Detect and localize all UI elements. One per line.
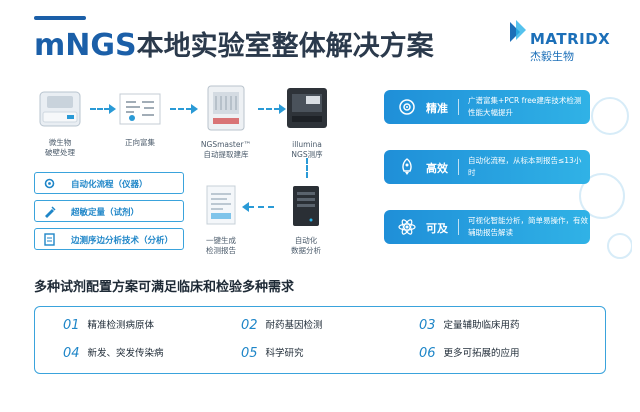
advantage-efficiency: 高效 自动化流程，从标本到报告≤13小时 [384,150,590,184]
feature-label: 超敏定量（试剂） [71,208,140,218]
divider [458,159,459,175]
workflow-step-report: 一键生成检测报告 [196,184,246,256]
step-label-line1: 一键生成 [206,236,236,245]
item-number: 03 [419,318,436,333]
workflow-step-lysis: 微生物破壁处理 [34,88,86,158]
step-label-line1: NGSmaster™ [200,140,252,149]
advantage-precision: 精准 广谱富集+PCR free建库技术检测性能大幅提升 [384,90,590,124]
item-label: 新发、突发传染病 [87,348,164,359]
item-number: 05 [241,346,258,361]
advantage-desc: 可视化智能分析，简单易操作，有效辅助报告解读 [468,216,588,237]
workflow-step-analysis: 自动化数据分析 [278,184,334,256]
item-number: 06 [419,346,436,361]
title-accent-bar [34,16,86,20]
item-number: 02 [241,318,258,333]
pipette-icon [45,206,56,218]
application-item: 01 精准检测病原体 [63,317,154,333]
enrichment-icon [119,93,161,125]
flow-connector [306,158,308,178]
rocket-icon [402,158,412,175]
step-label-line1: illumina [292,140,322,149]
application-item: 03 定量辅助临床用药 [419,317,520,333]
brand-logo: MATRIDX 杰毅生物 [506,18,624,64]
item-label: 定量辅助临床用药 [443,320,520,331]
brand-cn-name: 杰毅生物 [530,50,574,63]
lysis-instrument-icon [39,91,81,127]
library-prep-instrument-icon [207,85,245,131]
sequencer-icon [287,88,327,128]
workflow-step-enrichment: 正向富集 [116,88,164,148]
application-item: 04 新发、突发传染病 [63,345,164,361]
feature-realtime-analysis: 边测序边分析技术（分析） [34,228,184,250]
flow-arrow [90,104,116,114]
document-icon [44,233,55,246]
step-label-line2: 破壁处理 [45,148,75,157]
feature-label: 自动化流程（仪器） [71,180,148,190]
brand-mark-icon [510,20,526,42]
molecule-decoration [579,97,632,259]
application-item: 05 科学研究 [241,345,304,361]
application-item: 06 更多可拓展的应用 [419,345,520,361]
item-label: 科学研究 [265,348,304,359]
report-icon [206,185,236,225]
advantage-name: 精准 [426,102,448,115]
item-number: 04 [63,346,80,361]
brand-name: MATRIDX [530,30,611,48]
step-label-line1: 自动化 [294,236,318,245]
advantage-accessibility: 可及 可视化智能分析，简单易操作，有效辅助报告解读 [384,210,590,244]
atom-icon [398,219,416,235]
step-label-line2: 自动提取建库 [203,150,249,159]
flow-arrow [170,104,198,114]
application-item: 02 耐药基因检测 [241,317,323,333]
item-label: 精准检测病原体 [87,320,155,331]
applications-title: 多种试剂配置方案可满足临床和检验多种需求 [34,280,295,295]
title-suffix: 本地实验室整体解决方案 [136,31,434,62]
step-label-line2: 数据分析 [291,246,321,255]
advantage-desc: 自动化流程，从标本到报告≤13小时 [468,156,582,177]
divider [458,99,459,115]
page-title: mNGS本地实验室整体解决方案 [34,24,434,63]
step-label-line1: 正向富集 [125,138,155,147]
item-label: 耐药基因检测 [265,320,323,331]
title-prefix: mNGS [34,28,137,63]
step-label-line2: 检测报告 [206,246,236,255]
advantage-name: 可及 [426,222,448,235]
divider [458,219,459,235]
gear-icon [44,178,55,189]
item-number: 01 [63,318,80,333]
step-label-line2: NGS测序 [291,150,323,159]
server-icon [293,186,319,226]
applications-panel: 01 精准检测病原体 02 耐药基因检测 03 定量辅助临床用药 04 新发、突发传染病… [34,306,606,374]
feature-sensitivity: 超敏定量（试剂） [34,200,184,222]
item-label: 更多可拓展的应用 [443,348,520,359]
advantage-desc: 广谱富集+PCR free建库技术检测性能大幅提升 [468,96,582,117]
advantage-name: 高效 [426,162,448,175]
target-icon [399,99,415,115]
feature-label: 边测序边分析技术（分析） [71,236,174,246]
feature-automation: 自动化流程（仪器） [34,172,184,194]
step-label-line1: 微生物 [48,138,72,147]
flow-arrow [242,202,274,212]
flow-arrow [258,104,286,114]
